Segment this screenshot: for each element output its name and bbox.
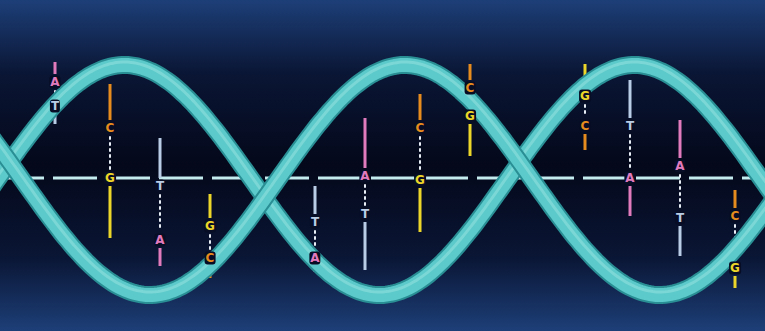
base-letter: G xyxy=(464,110,476,123)
base-rung xyxy=(469,64,472,80)
helix-ribbon xyxy=(0,65,765,295)
hydrogen-bond xyxy=(679,175,681,209)
ribbon-highlight xyxy=(0,62,765,292)
base-letter: T xyxy=(155,180,165,193)
base-letter: T xyxy=(360,208,370,221)
base-letter: C xyxy=(105,122,116,135)
hydrogen-bond xyxy=(419,137,421,171)
hydrogen-bond xyxy=(109,137,111,169)
base-rung xyxy=(364,222,367,270)
base-rung xyxy=(734,276,737,288)
hydrogen-bond xyxy=(629,135,631,169)
base-rung xyxy=(54,62,57,74)
base-rung xyxy=(159,248,162,266)
base-letter: C xyxy=(580,120,591,133)
hydrogen-bond xyxy=(159,195,161,231)
hydrogen-bond xyxy=(364,185,366,205)
base-letter: A xyxy=(624,172,635,185)
base-rung xyxy=(679,226,682,256)
hydrogen-bond xyxy=(314,231,316,249)
base-rung xyxy=(734,190,737,208)
base-letter: A xyxy=(674,160,685,173)
base-letter: A xyxy=(359,170,370,183)
base-letter: A xyxy=(49,76,60,89)
base-rung xyxy=(364,118,367,168)
base-letter: T xyxy=(675,212,685,225)
base-rung xyxy=(679,120,682,158)
base-rung xyxy=(469,124,472,156)
ribbon-highlight xyxy=(0,62,765,292)
base-rung xyxy=(419,94,422,120)
hydrogen-bond xyxy=(584,105,586,117)
base-letter: G xyxy=(204,220,216,233)
base-letter: G xyxy=(104,172,116,185)
base-letter: G xyxy=(729,262,741,275)
base-letter: C xyxy=(415,122,426,135)
base-rung xyxy=(109,186,112,238)
base-letter: C xyxy=(205,252,216,265)
base-rung xyxy=(314,186,317,214)
hydrogen-bond xyxy=(209,235,211,249)
base-letter: A xyxy=(309,252,320,265)
base-rung xyxy=(629,80,632,118)
helix-ribbon-edge xyxy=(0,65,765,295)
base-letter: T xyxy=(50,100,60,113)
helix-ribbon xyxy=(0,65,765,295)
base-rung xyxy=(209,194,212,218)
base-letter: T xyxy=(625,120,635,133)
base-rung xyxy=(159,138,162,178)
base-letter: G xyxy=(414,174,426,187)
base-letter: A xyxy=(154,234,165,247)
base-rung xyxy=(419,188,422,232)
base-letter: T xyxy=(310,216,320,229)
base-rung xyxy=(629,186,632,216)
base-rung xyxy=(109,84,112,120)
helix-ribbon-edge xyxy=(0,65,765,295)
base-letter: C xyxy=(730,210,741,223)
base-rung xyxy=(584,134,587,150)
base-letter: C xyxy=(465,82,476,95)
base-letter: G xyxy=(579,90,591,103)
